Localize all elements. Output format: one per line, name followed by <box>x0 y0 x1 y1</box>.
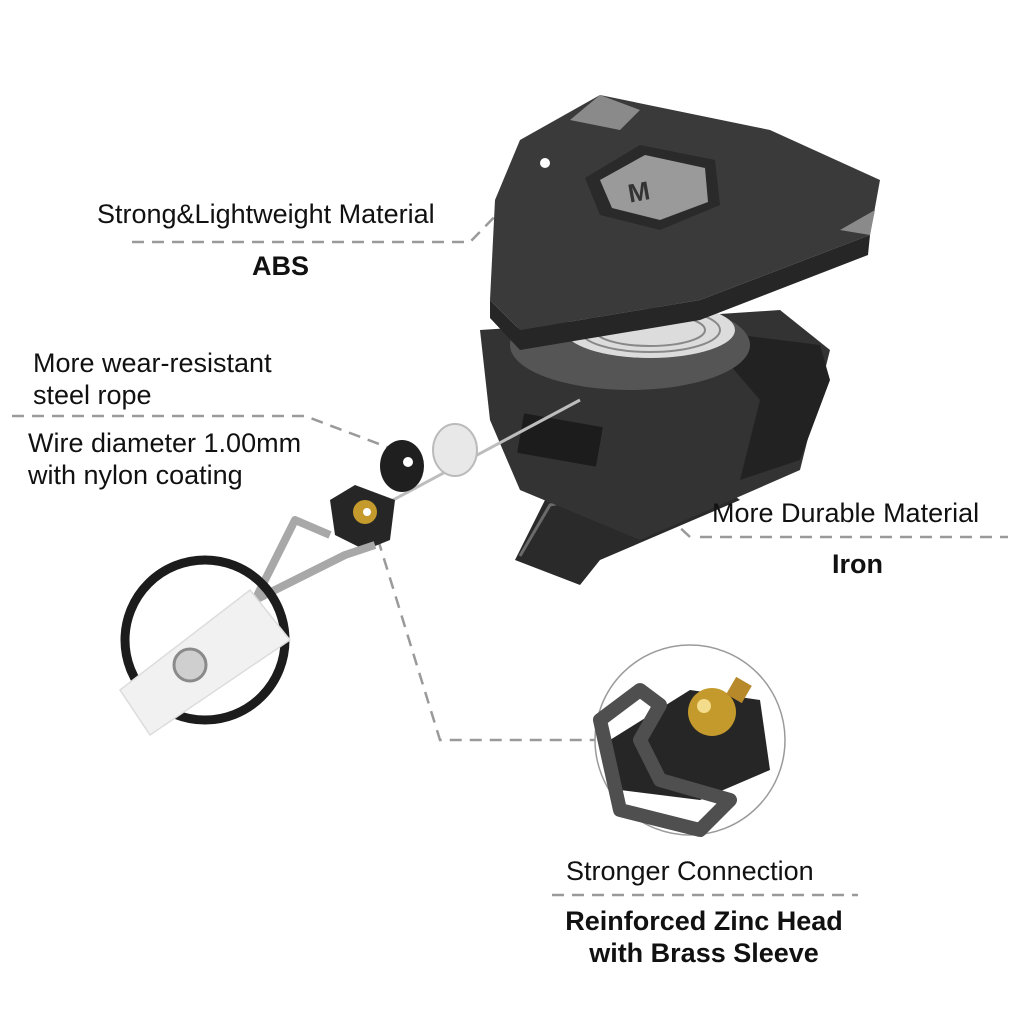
abs-cap: M <box>490 95 880 350</box>
callout-wire-diameter: Wire diameter 1.00mm <box>28 428 302 458</box>
clear-strap <box>118 588 292 737</box>
callout-iron-heading: More Durable Material <box>712 498 980 528</box>
zoom-detail <box>593 644 786 837</box>
zinc-head <box>330 485 395 550</box>
callout-zinc-head-value: Reinforced Zinc Head <box>565 906 843 936</box>
callout-steel-rope-line1: More wear-resistant <box>33 348 272 378</box>
washers <box>380 423 478 492</box>
callout-brass-sleeve-value: with Brass Sleeve <box>589 938 819 968</box>
callout-iron-value: Iron <box>832 549 883 579</box>
callout-connection-heading: Stronger Connection <box>566 856 814 886</box>
callout-abs-heading: Strong&Lightweight Material <box>97 199 435 229</box>
svg-text:M: M <box>626 175 653 208</box>
callout-steel-rope-line2: steel rope <box>33 380 152 410</box>
callout-nylon-coating: with nylon coating <box>28 460 243 490</box>
callout-abs-value: ABS <box>252 251 310 281</box>
